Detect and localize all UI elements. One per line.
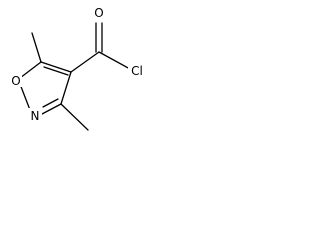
bond-c3-methyl [60,103,89,131]
bond-c3-n2 [41,103,62,115]
ring-nitrogen-label: N [31,109,40,123]
bond-c4-c3 [60,71,72,105]
chemical-structure: O N O Cl [10,4,146,131]
ring-oxygen-label: O [11,74,20,88]
bond-c5-c4 [40,61,72,73]
bond-carbonyl-cl [98,51,131,70]
carbonyl-oxygen-label: O [94,6,103,20]
bond-c5-methyl [31,32,42,63]
chlorine-label: Cl [131,64,143,78]
bond-c3-n2-double [42,98,59,108]
bonds [19,22,131,131]
bond-c4-carbonyl [70,51,100,73]
bond-c5-c4-double [43,66,69,76]
bond-o1-n2 [19,83,31,111]
bond-o1-c5 [19,61,42,79]
atom-labels: O N O Cl [10,4,146,123]
